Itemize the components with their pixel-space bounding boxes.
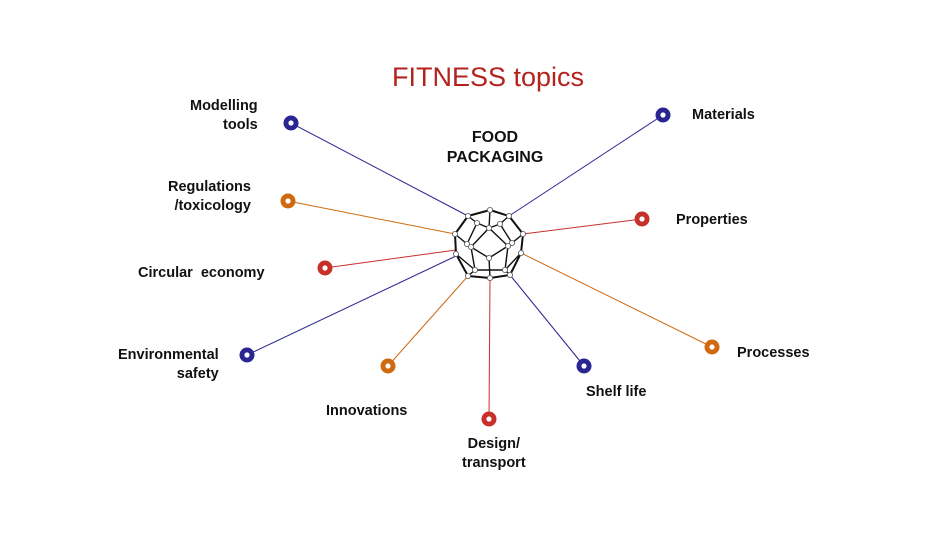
connector-line (508, 114, 664, 217)
polyhedron-vertex (486, 206, 493, 213)
topic-label: Materials (692, 107, 755, 123)
polyhedron-edge (509, 252, 522, 276)
center-label-line1: FOOD (471, 129, 519, 146)
connector-line (387, 275, 469, 367)
polyhedron-edge (488, 245, 509, 259)
polyhedron-edge (470, 227, 490, 248)
topic-label: Circular economy (138, 265, 265, 281)
polyhedron-edge (454, 215, 469, 235)
polyhedron-vertex (467, 243, 474, 250)
polyhedron-edge (499, 223, 513, 244)
diagram-title: FITNESS topics (391, 62, 585, 92)
connector-line (290, 122, 469, 217)
connector-line (324, 249, 457, 269)
topic-node-center (322, 265, 328, 271)
polyhedron-edge (488, 227, 509, 247)
connector-line (287, 200, 456, 235)
polyhedron-vertex (452, 250, 459, 257)
polyhedron-edge (504, 245, 509, 271)
center-label-line2: PACKAGING (446, 149, 544, 166)
polyhedron-vertex (496, 220, 503, 227)
polyhedron-vertex (451, 230, 458, 237)
polyhedron-edge (489, 209, 510, 217)
topic-label: Properties (676, 212, 748, 228)
polyhedron-edge (508, 215, 524, 235)
polyhedron-vertex (486, 274, 493, 281)
topic-label: Shelf life (586, 384, 647, 400)
polyhedron-vertex (471, 266, 478, 273)
polyhedron-vertex (518, 249, 525, 256)
polyhedron-vertex (508, 239, 515, 246)
topic-node-center (709, 344, 715, 350)
connector-line (246, 255, 457, 356)
polyhedron-vertex (464, 212, 471, 219)
polyhedron-edge (489, 274, 511, 279)
topic-node-center (639, 216, 645, 222)
topic-node-center (581, 363, 587, 369)
polyhedron-vertex (473, 219, 480, 226)
polyhedron-edge (455, 253, 476, 271)
topic-label: Processes (737, 345, 810, 361)
topic-label: Regulations /toxicology (168, 179, 251, 214)
polyhedron-edge (488, 209, 491, 229)
polyhedron-vertex (485, 224, 492, 231)
topic-node-center (660, 112, 666, 118)
polyhedron-vertex (463, 240, 470, 247)
polyhedron-vertex (506, 271, 513, 278)
polyhedron-edge (504, 252, 522, 271)
polyhedron-edge (467, 275, 491, 279)
center-label: FOOD PACKAGING (430, 128, 560, 168)
polyhedron-edge (467, 209, 491, 217)
topic-node-center (385, 363, 391, 369)
polyhedron-vertex (464, 272, 471, 279)
connector-line (522, 218, 643, 235)
topic-node-center (288, 120, 294, 126)
connector-line (509, 274, 585, 367)
topic-label: Environmental safety (118, 347, 219, 382)
topic-node-center (244, 352, 250, 358)
polyhedron-vertex (520, 230, 527, 237)
polyhedron-vertex (505, 212, 512, 219)
topic-label: Modelling tools (190, 98, 258, 133)
topic-node-center (285, 198, 291, 204)
polyhedron-vertex (504, 242, 511, 249)
polyhedron-vertex (501, 266, 508, 273)
polyhedron-edge (454, 233, 457, 255)
topic-label: Innovations (326, 403, 408, 419)
topic-label: Design/ transport (462, 436, 526, 471)
polyhedron-edge (466, 222, 478, 245)
polyhedron-edge (488, 257, 491, 279)
topic-node-center (486, 416, 492, 422)
polyhedron-edge (470, 246, 490, 259)
polyhedron-vertex (485, 254, 492, 261)
connector-line (488, 277, 491, 420)
connector-line (520, 252, 713, 348)
polyhedron-edge (520, 233, 524, 254)
polyhedron-edge (470, 246, 476, 271)
polyhedron-edge (455, 253, 469, 277)
